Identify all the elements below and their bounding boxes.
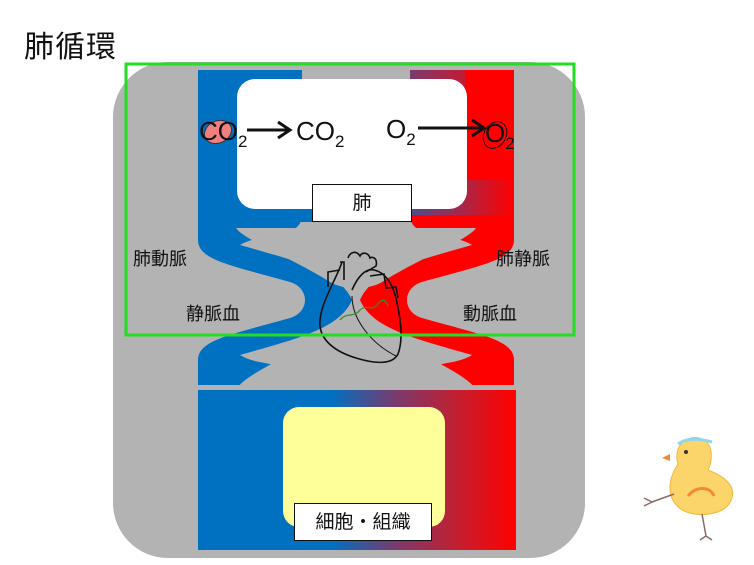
pulmonary-artery-curve [198, 215, 352, 385]
heart-icon [319, 251, 402, 364]
lung-label: 肺 [312, 184, 412, 222]
lung-box [237, 79, 467, 209]
upper-gap [236, 228, 476, 288]
tissue-label: 細胞・組織 [294, 503, 432, 541]
pulmonary-vein-label: 肺静脈 [496, 249, 550, 270]
page-title: 肺循環 [24, 30, 117, 65]
o2-in-label: O2 [386, 114, 416, 149]
lower-gap [236, 324, 476, 390]
chick-icon [643, 437, 734, 541]
co2-in-label: CO2 [199, 116, 248, 151]
arterial-blood-label: 動脈血 [463, 304, 517, 325]
chick-illustration [643, 437, 734, 541]
co2-out-label: CO2 [296, 116, 345, 151]
co2-molecule-marker [203, 119, 233, 145]
o2-out-label: O2 [485, 118, 515, 153]
o2-molecule-marker [482, 121, 508, 149]
venous-blood-label: 静脈血 [186, 304, 240, 325]
pulmonary-vein-curve [360, 215, 514, 385]
pulmonary-artery-label: 肺動脈 [133, 249, 187, 270]
o2-arrow-icon [418, 118, 487, 138]
tissue-box [283, 407, 445, 527]
co2-arrow-icon [247, 120, 293, 140]
lung-region-highlight [124, 62, 576, 337]
